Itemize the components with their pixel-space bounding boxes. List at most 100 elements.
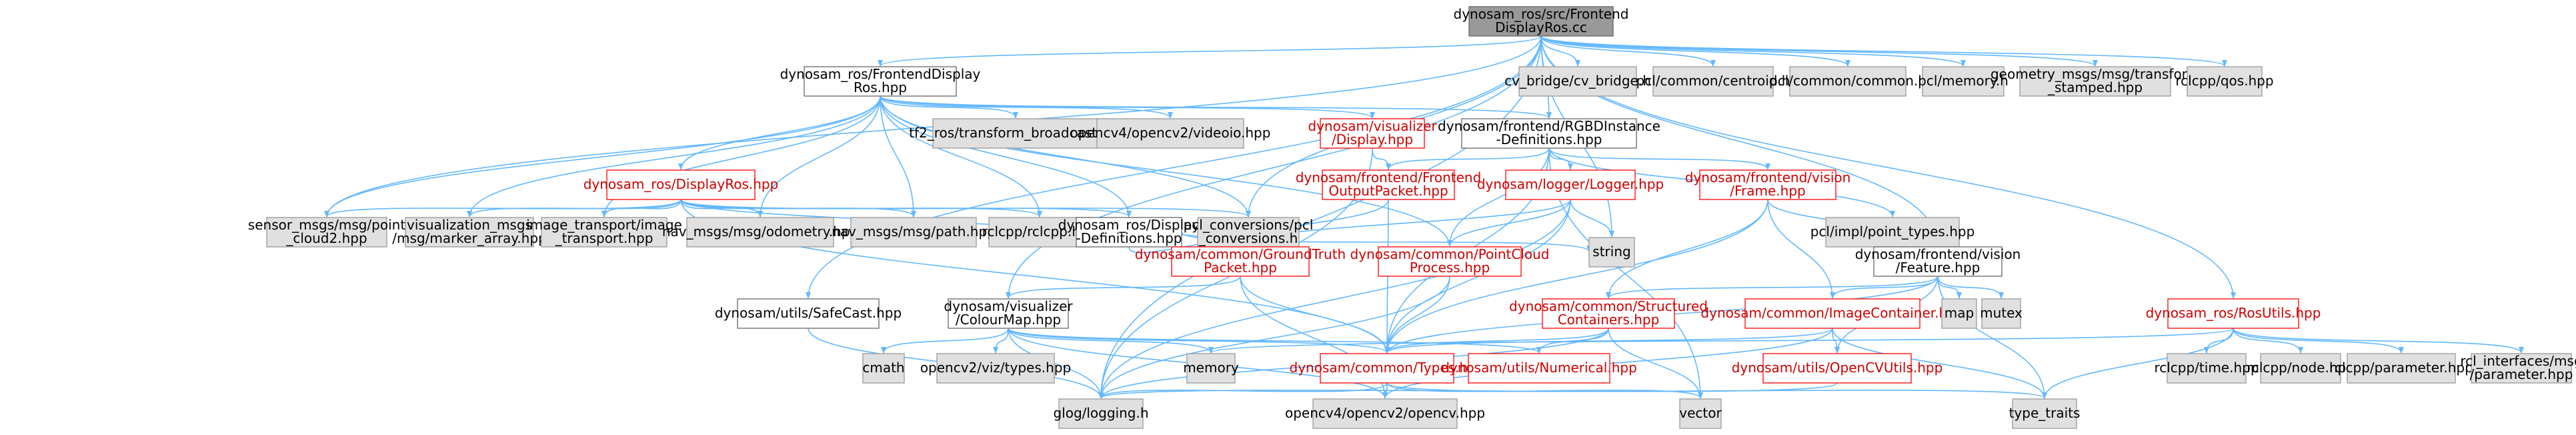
graph-node-tf2-ros-transform-broadcaster-h[interactable]: tf2_ros/transform_broadcaster.h <box>909 118 1122 149</box>
graph-node-dynosam-ros-rosutils-hpp[interactable]: dynosam_ros/RosUtils.hpp <box>2146 298 2321 329</box>
graph-node-visualization-msgs-msg-marker-array-hpp[interactable]: visualization_msgs/msg/marker_array.hpp <box>392 217 547 248</box>
node-label-line: vector <box>1679 405 1722 421</box>
include-edge <box>1937 276 1962 299</box>
node-label-line: memory <box>1183 360 1239 376</box>
graph-node-sensor-msgs-msg-point-cloud2-hpp[interactable]: sensor_msgs/msg/point_cloud2.hpp <box>248 217 406 248</box>
graph-node-nav-msgs-msg-path-hpp[interactable]: nav_msgs/msg/path.hpp <box>832 217 996 248</box>
graph-node-pcl-impl-point-types-hpp[interactable]: pcl/impl/point_types.hpp <box>1810 217 1975 248</box>
graph-node-geometry-msgs-msg-transform-stamped-hpp[interactable]: geometry_msgs/msg/transform_stamped.hpp <box>1991 66 2200 97</box>
node-label-line: dynosam/common/GroundTruth <box>1135 246 1346 262</box>
include-edge <box>680 199 1251 218</box>
include-edge <box>1540 35 2227 67</box>
graph-node-mutex[interactable]: mutex <box>1980 298 2023 329</box>
graph-node-dynosam-logger-logger-hpp[interactable]: dynosam/logger/Logger.hpp <box>1477 169 1664 200</box>
node-label-line: pcl/memory.h <box>1918 73 2009 89</box>
graph-node-cv-bridge-cv-bridge-h[interactable]: cv_bridge/cv_bridge.h <box>1504 66 1651 97</box>
node-box <box>266 217 387 248</box>
node-label-line: rclcpp/qos.hpp <box>2175 73 2273 89</box>
node-box <box>1171 246 1310 277</box>
include-edge <box>1540 35 1850 67</box>
include-edge <box>324 95 881 218</box>
node-box <box>1941 298 1977 329</box>
node-label-line: OutputPacket.hpp <box>1328 183 1448 199</box>
graph-node-dynosam-frontend-vision-frame-hpp[interactable]: dynosam/frontend/vision/Frame.hpp <box>1685 169 1851 200</box>
include-edge <box>1098 276 1450 399</box>
node-label-line: dynosam/common/Types.hpp <box>1290 360 1485 376</box>
graph-node-dynosam-ros-display-definitions-hpp[interactable]: dynosam_ros/Display-Definitions.hpp <box>1058 217 1200 248</box>
graph-node-string[interactable]: string <box>1588 237 1635 268</box>
node-label-line: image_transport/image <box>526 217 682 233</box>
graph-node-pcl-common-centroid-h[interactable]: pcl/common/centroid.h <box>1636 66 1790 97</box>
graph-node-opencv2-viz-types-hpp[interactable]: opencv2/viz/types.hpp <box>920 353 1071 384</box>
node-label-line: -Definitions.hpp <box>1496 131 1602 147</box>
include-edge <box>1447 147 1550 247</box>
include-edge <box>1937 276 2004 299</box>
node-label-line: dynosam/logger/Logger.hpp <box>1477 176 1664 192</box>
include-edge <box>1540 35 1580 67</box>
include-edge <box>1540 35 2098 67</box>
node-label-line: /msg/marker_array.hpp <box>392 230 546 246</box>
include-edge <box>1767 199 1835 299</box>
node-box <box>948 298 1069 329</box>
node-box <box>1744 298 1920 329</box>
include-edge <box>880 95 1173 119</box>
graph-node-rclcpp-node-hpp[interactable]: rclcpp/node.hpp <box>2247 353 2355 384</box>
node-box <box>1762 353 1912 384</box>
graph-node-dynosam-common-imagecontainer-hpp[interactable]: dynosam/common/ImageContainer.hpp <box>1700 298 1965 329</box>
node-label-line: dynosam_ros/FrontendDisplay <box>780 66 981 82</box>
node-label-line: map <box>1945 305 1974 321</box>
graph-node-dynosam-visualizer-display-hpp[interactable]: dynosam/visualizer/Display.hpp <box>1308 118 1437 149</box>
graph-node-cmath[interactable]: cmath <box>862 353 905 384</box>
graph-node-pcl-common-common-h[interactable]: pcl/common/common.h <box>1769 66 1926 97</box>
node-label-line: opencv4/opencv2/opencv.hpp <box>1285 405 1485 421</box>
graph-node-dynosam-frontend-frontendoutputpacket-hpp[interactable]: dynosam/frontend/FrontendOutputPacket.hp… <box>1296 169 1482 200</box>
graph-node-rclcpp-parameter-hpp[interactable]: rclcpp/parameter.hpp <box>2329 353 2473 384</box>
graph-node-opencv4-opencv2-videoio-hpp[interactable]: opencv4/opencv2/videoio.hpp <box>1070 118 1271 149</box>
node-label-line: dynosam/frontend/RGBDInstance <box>1438 118 1660 134</box>
node-label-line: DisplayRos.cc <box>1495 19 1587 35</box>
graph-node-vector[interactable]: vector <box>1679 398 1722 429</box>
graph-node-type-traits[interactable]: type_traits <box>2009 398 2081 429</box>
graph-node-map[interactable]: map <box>1941 298 1977 329</box>
graph-node-dynosam-utils-safecast-hpp[interactable]: dynosam/utils/SafeCast.hpp <box>715 298 902 329</box>
node-label-line: dynosam/utils/OpenCVUtils.hpp <box>1732 360 1943 376</box>
node-label-line: /Frame.hpp <box>1730 183 1805 199</box>
node-box <box>2471 353 2572 384</box>
graph-node-image-transport-image-transport-hpp[interactable]: image_transport/image_transport.hpp <box>526 217 682 248</box>
graph-node-memory[interactable]: memory <box>1183 353 1239 384</box>
node-label-line: pcl/common/common.h <box>1769 73 1926 89</box>
graph-node-dynosam-utils-numerical-hpp[interactable]: dynosam/utils/Numerical.hpp <box>1441 353 1637 384</box>
include-edge <box>1937 276 2047 399</box>
node-label-line: dynosam_ros/RosUtils.hpp <box>2146 305 2321 321</box>
node-label-line: rclcpp/parameter.hpp <box>2329 360 2473 376</box>
graph-node-opencv4-opencv2-opencv-hpp[interactable]: opencv4/opencv2/opencv.hpp <box>1285 398 1485 429</box>
graph-node-dynosam-utils-opencvutils-hpp[interactable]: dynosam/utils/OpenCVUtils.hpp <box>1732 353 1943 384</box>
graph-node-pcl-conversions-pcl-conversions-h[interactable]: pcl_conversions/pcl_conversions.h <box>1184 217 1314 248</box>
include-edge <box>1608 328 1703 399</box>
node-label-line: /parameter.hpp <box>2470 366 2573 382</box>
graph-node-rclcpp-time-hpp[interactable]: rclcpp/time.hpp <box>2154 353 2259 384</box>
node-label-line: Process.hpp <box>1410 260 1490 276</box>
node-box <box>606 169 756 200</box>
graph-node-rcl-interfaces-msg-parameter-hpp[interactable]: rcl_interfaces/msg/parameter.hpp <box>2460 353 2576 384</box>
graph-node-rclcpp-qos-hpp[interactable]: rclcpp/qos.hpp <box>2175 66 2274 97</box>
include-edge <box>1570 199 1614 238</box>
graph-node-dynosam-common-types-hpp[interactable]: dynosam/common/Types.hpp <box>1290 353 1485 384</box>
graph-node-dynosam-ros-displayros-hpp[interactable]: dynosam_ros/DisplayRos.hpp <box>583 169 779 200</box>
graph-node-dynosam-frontend-vision-feature-hpp[interactable]: dynosam/frontend/vision/Feature.hpp <box>1855 246 2021 277</box>
node-label-line: dynosam/frontend/Frontend <box>1296 169 1482 185</box>
node-box <box>1518 66 1637 97</box>
graph-node-dynosam-visualizer-colourmap-hpp[interactable]: dynosam/visualizer/ColourMap.hpp <box>944 298 1073 329</box>
graph-node-nav-msgs-msg-odometry-hpp[interactable]: nav_msgs/msg/odometry.hpp <box>662 217 858 248</box>
graph-node-dynosam-frontend-rgbdinstance-definitions-hpp[interactable]: dynosam/frontend/RGBDInstance-Definition… <box>1438 118 1660 149</box>
node-label-line: opencv2/viz/types.hpp <box>920 360 1071 376</box>
graph-node-glog-logging-h[interactable]: glog/logging.h <box>1053 398 1149 429</box>
graph-node-pcl-memory-h[interactable]: pcl/memory.h <box>1918 66 2009 97</box>
node-box <box>850 217 977 248</box>
include-edge <box>1384 276 1450 354</box>
